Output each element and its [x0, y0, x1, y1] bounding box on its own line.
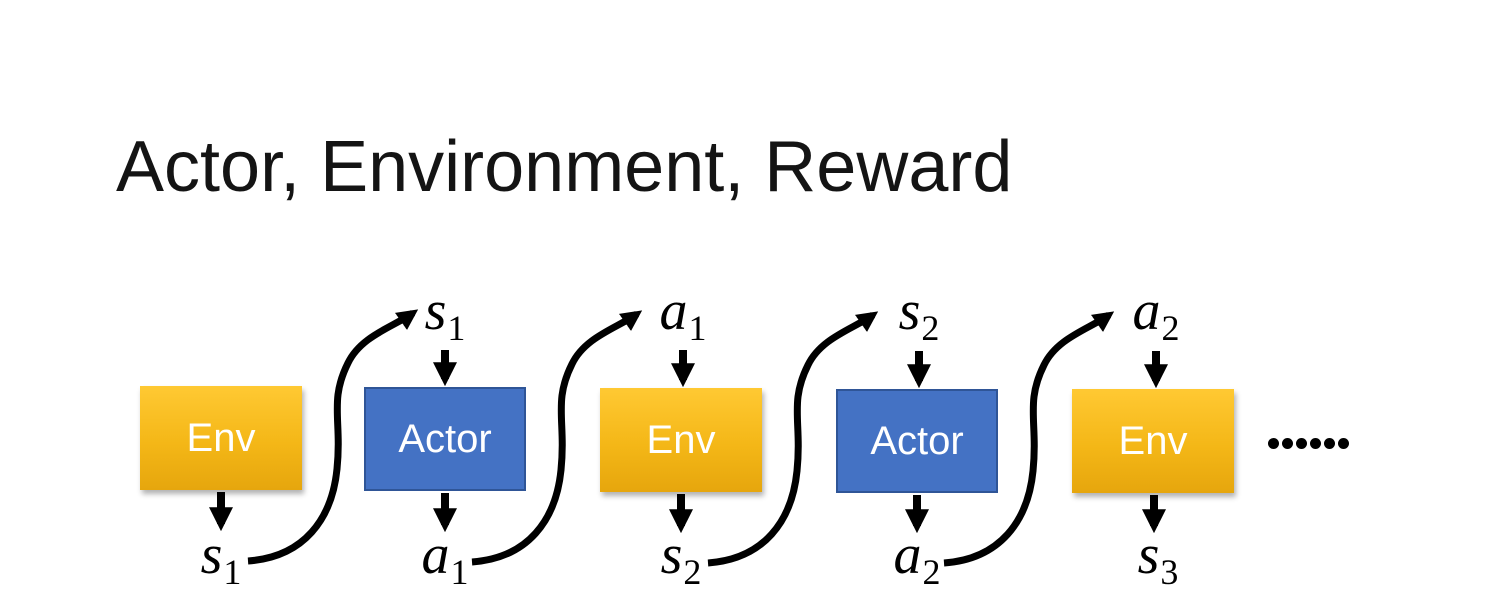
ellipsis-dot [1324, 438, 1335, 449]
label-a2-top-sub: 2 [1161, 308, 1180, 348]
label-s1-top-letter: s [424, 280, 447, 342]
label-s2-bottom-sub: 2 [683, 552, 702, 592]
label-s2-top: s2 [899, 283, 940, 346]
env-box-2-label: Env [646, 417, 716, 462]
actor-box-2-label: Actor [870, 418, 964, 463]
label-a2-bottom: a2 [894, 527, 941, 590]
label-a2-top-letter: a [1132, 280, 1161, 342]
label-a2-bottom-letter: a [893, 524, 922, 586]
ellipsis-dot [1282, 438, 1293, 449]
env-box-2: Env [600, 388, 762, 492]
label-s1-bottom-letter: s [200, 524, 223, 586]
label-s1-top-sub: 1 [447, 308, 466, 348]
label-a2-top: a2 [1133, 283, 1180, 346]
label-s2-bottom-letter: s [660, 524, 683, 586]
label-s1-bottom: s1 [201, 527, 242, 590]
continuation-ellipsis [1268, 438, 1349, 449]
label-s2-top-sub: 2 [921, 308, 940, 348]
actor-box-1-label: Actor [398, 416, 492, 461]
label-s3-bottom-letter: s [1137, 524, 1160, 586]
label-a1-top-letter: a [659, 280, 688, 342]
label-s3-bottom-sub: 3 [1160, 552, 1179, 592]
label-a1-top: a1 [660, 283, 707, 346]
env-box-1-label: Env [186, 415, 256, 460]
env-box-3-label: Env [1118, 418, 1188, 463]
label-s2-top-letter: s [898, 280, 921, 342]
ellipsis-dot [1310, 438, 1321, 449]
label-s1-bottom-sub: 1 [223, 552, 242, 592]
ellipsis-dot [1268, 438, 1279, 449]
actor-box-1: Actor [364, 387, 526, 491]
label-a1-top-sub: 1 [688, 308, 707, 348]
env-box-3: Env [1072, 389, 1234, 493]
label-s2-bottom: s2 [661, 527, 702, 590]
page-title: Actor, Environment, Reward [116, 127, 1013, 207]
env-box-1: Env [140, 386, 302, 490]
label-a1-bottom-letter: a [421, 524, 450, 586]
ellipsis-dot [1296, 438, 1307, 449]
label-s1-top: s1 [425, 283, 466, 346]
actor-box-2: Actor [836, 389, 998, 493]
label-a1-bottom-sub: 1 [450, 552, 469, 592]
ellipsis-dot [1338, 438, 1349, 449]
label-s3-bottom: s3 [1138, 527, 1179, 590]
label-a2-bottom-sub: 2 [922, 552, 941, 592]
label-a1-bottom: a1 [422, 527, 469, 590]
